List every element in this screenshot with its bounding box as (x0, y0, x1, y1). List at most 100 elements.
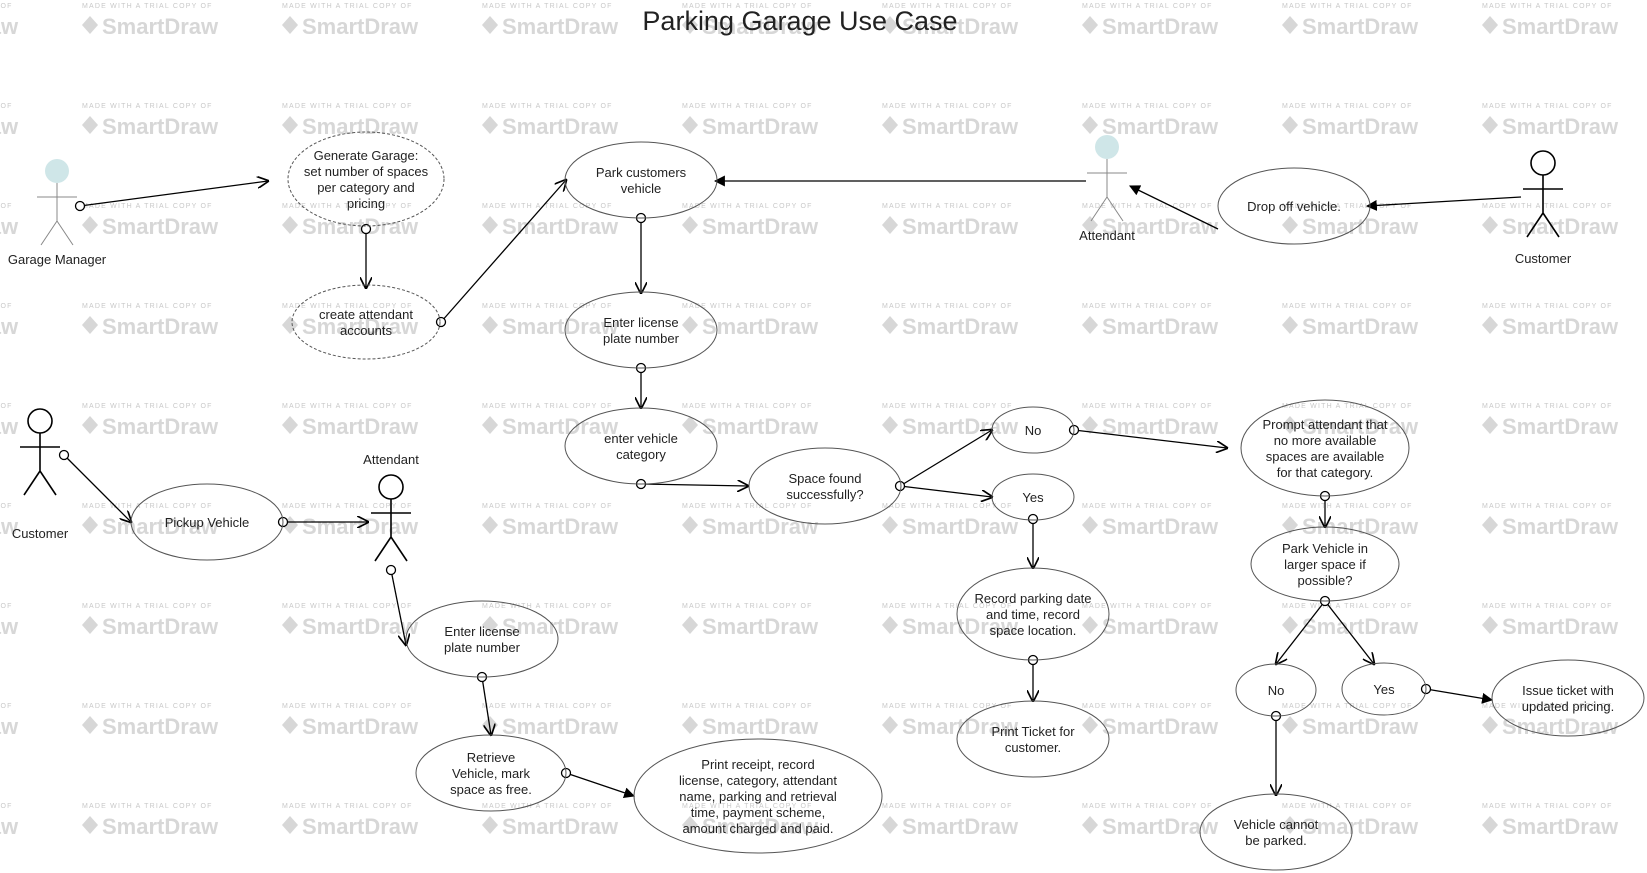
watermark-caption: MADE WITH A TRIAL COPY OF (1082, 703, 1213, 710)
use-case-label: Pickup Vehicle (165, 515, 250, 530)
edge-parklarger-yes (1324, 600, 1374, 664)
watermark-brand: SmartDraw (302, 714, 419, 739)
use-case-ellipse (564, 141, 718, 219)
watermark-caption: MADE WITH A TRIAL COPY OF (1082, 3, 1213, 10)
watermark-brand: SmartDraw (902, 114, 1019, 139)
use-case-label: no more available (1274, 433, 1377, 448)
use-case-no-bottom[interactable]: No (1235, 663, 1317, 717)
watermark-brand: SmartDraw (302, 614, 419, 639)
watermark-brand: SmartDraw (0, 714, 19, 739)
watermark-logo-icon (282, 316, 298, 334)
watermark-brand: SmartDraw (1502, 614, 1619, 639)
actor-head-icon (1095, 135, 1119, 159)
watermark-brand: SmartDraw (302, 814, 419, 839)
dot (894, 480, 906, 492)
watermark-logo-icon (82, 216, 98, 234)
watermark-brand: SmartDraw (1302, 714, 1419, 739)
watermark-caption: MADE WITH A TRIAL COPY OF (282, 403, 413, 410)
watermark-caption: MADE WITH A TRIAL COPY OF (682, 103, 813, 110)
watermark-brand: SmartDraw (1302, 114, 1419, 139)
actor-body-icon (37, 183, 77, 246)
watermark-brand: SmartDraw (102, 114, 219, 139)
watermark-logo-icon (882, 716, 898, 734)
watermark-caption: MADE WITH A TRIAL COPY OF (82, 3, 213, 10)
watermark-logo-icon (682, 816, 698, 834)
actor-label: Customer (12, 526, 69, 541)
use-case-label: Retrieve (467, 750, 515, 765)
watermark-brand: SmartDraw (1102, 114, 1219, 139)
use-case-label: be parked. (1245, 833, 1306, 848)
watermark-caption: MADE WITH A TRIAL COPY OF (82, 603, 213, 610)
use-case-label: license, category, attendant (679, 773, 837, 788)
use-case-ellipse (991, 406, 1075, 454)
watermark-caption: MADE WITH A TRIAL COPY OF (282, 103, 413, 110)
watermark-logo-icon (82, 616, 98, 634)
watermark-brand: SmartDraw (502, 214, 619, 239)
watermark-logo-icon (482, 816, 498, 834)
watermark-logo-icon (682, 416, 698, 434)
watermark-caption: MADE WITH A TRIAL COPY OF (0, 3, 13, 10)
watermark-caption: MADE WITH A TRIAL COPY OF (1482, 503, 1613, 510)
watermark-caption: MADE WITH A TRIAL COPY OF (1282, 403, 1413, 410)
use-case-label: space location. (990, 623, 1077, 638)
watermark-brand: SmartDraw (302, 14, 419, 39)
use-case-no-top[interactable]: No (991, 406, 1075, 454)
dot (435, 316, 447, 328)
watermark-logo-icon (882, 216, 898, 234)
actor-customer-left: Customer (12, 408, 69, 541)
watermark-logo-icon (482, 616, 498, 634)
use-case-generate-garage[interactable]: Generate Garage:set number of spacesper … (287, 131, 445, 227)
watermark-logo-icon (1082, 516, 1098, 534)
edge-no-prompt (1073, 429, 1227, 448)
use-case-label: successfully? (786, 487, 863, 502)
use-case-label: space as free. (450, 782, 532, 797)
use-case-label: and time, record (986, 607, 1080, 622)
use-case-label: customer. (1005, 740, 1061, 755)
watermark-caption: MADE WITH A TRIAL COPY OF (0, 503, 13, 510)
edge-manager-generate (79, 181, 268, 207)
actor-head-icon (27, 408, 53, 434)
use-case-drop-off-vehicle[interactable]: Drop off vehicle. (1217, 167, 1371, 245)
watermark-brand: SmartDraw (102, 214, 219, 239)
watermark-brand: SmartDraw (702, 514, 819, 539)
watermark-caption: MADE WITH A TRIAL COPY OF (1482, 803, 1613, 810)
watermark-logo-icon (1082, 16, 1098, 34)
actors: Garage ManagerAttendantCustomerCustomerA… (8, 135, 1572, 562)
watermark-logo-icon (1082, 316, 1098, 334)
watermark-caption: MADE WITH A TRIAL COPY OF (482, 303, 613, 310)
watermark-logo-icon (1082, 716, 1098, 734)
use-case-yes-top[interactable]: Yes (991, 473, 1075, 521)
dot (74, 200, 86, 212)
edge-category-spacefound (640, 484, 748, 486)
edge-enterplate-retrieve (481, 676, 491, 735)
watermark-logo-icon (282, 16, 298, 34)
watermark-brand: SmartDraw (1302, 514, 1419, 539)
watermark-caption: MADE WITH A TRIAL COPY OF (1082, 603, 1213, 610)
use-case-ellipse (1217, 167, 1371, 245)
use-case-yes-bottom[interactable]: Yes (1341, 662, 1427, 716)
watermark-caption: MADE WITH A TRIAL COPY OF (682, 603, 813, 610)
use-case-pickup-vehicle[interactable]: Pickup Vehicle (130, 483, 284, 561)
use-case-label: pricing (347, 196, 385, 211)
watermark-logo-icon (1482, 116, 1498, 134)
watermark-brand: SmartDraw (502, 414, 619, 439)
watermark-logo-icon (682, 716, 698, 734)
use-case-label: amount charged and paid. (682, 821, 833, 836)
watermark-brand: SmartDraw (0, 114, 19, 139)
watermark-caption: MADE WITH A TRIAL COPY OF (482, 103, 613, 110)
